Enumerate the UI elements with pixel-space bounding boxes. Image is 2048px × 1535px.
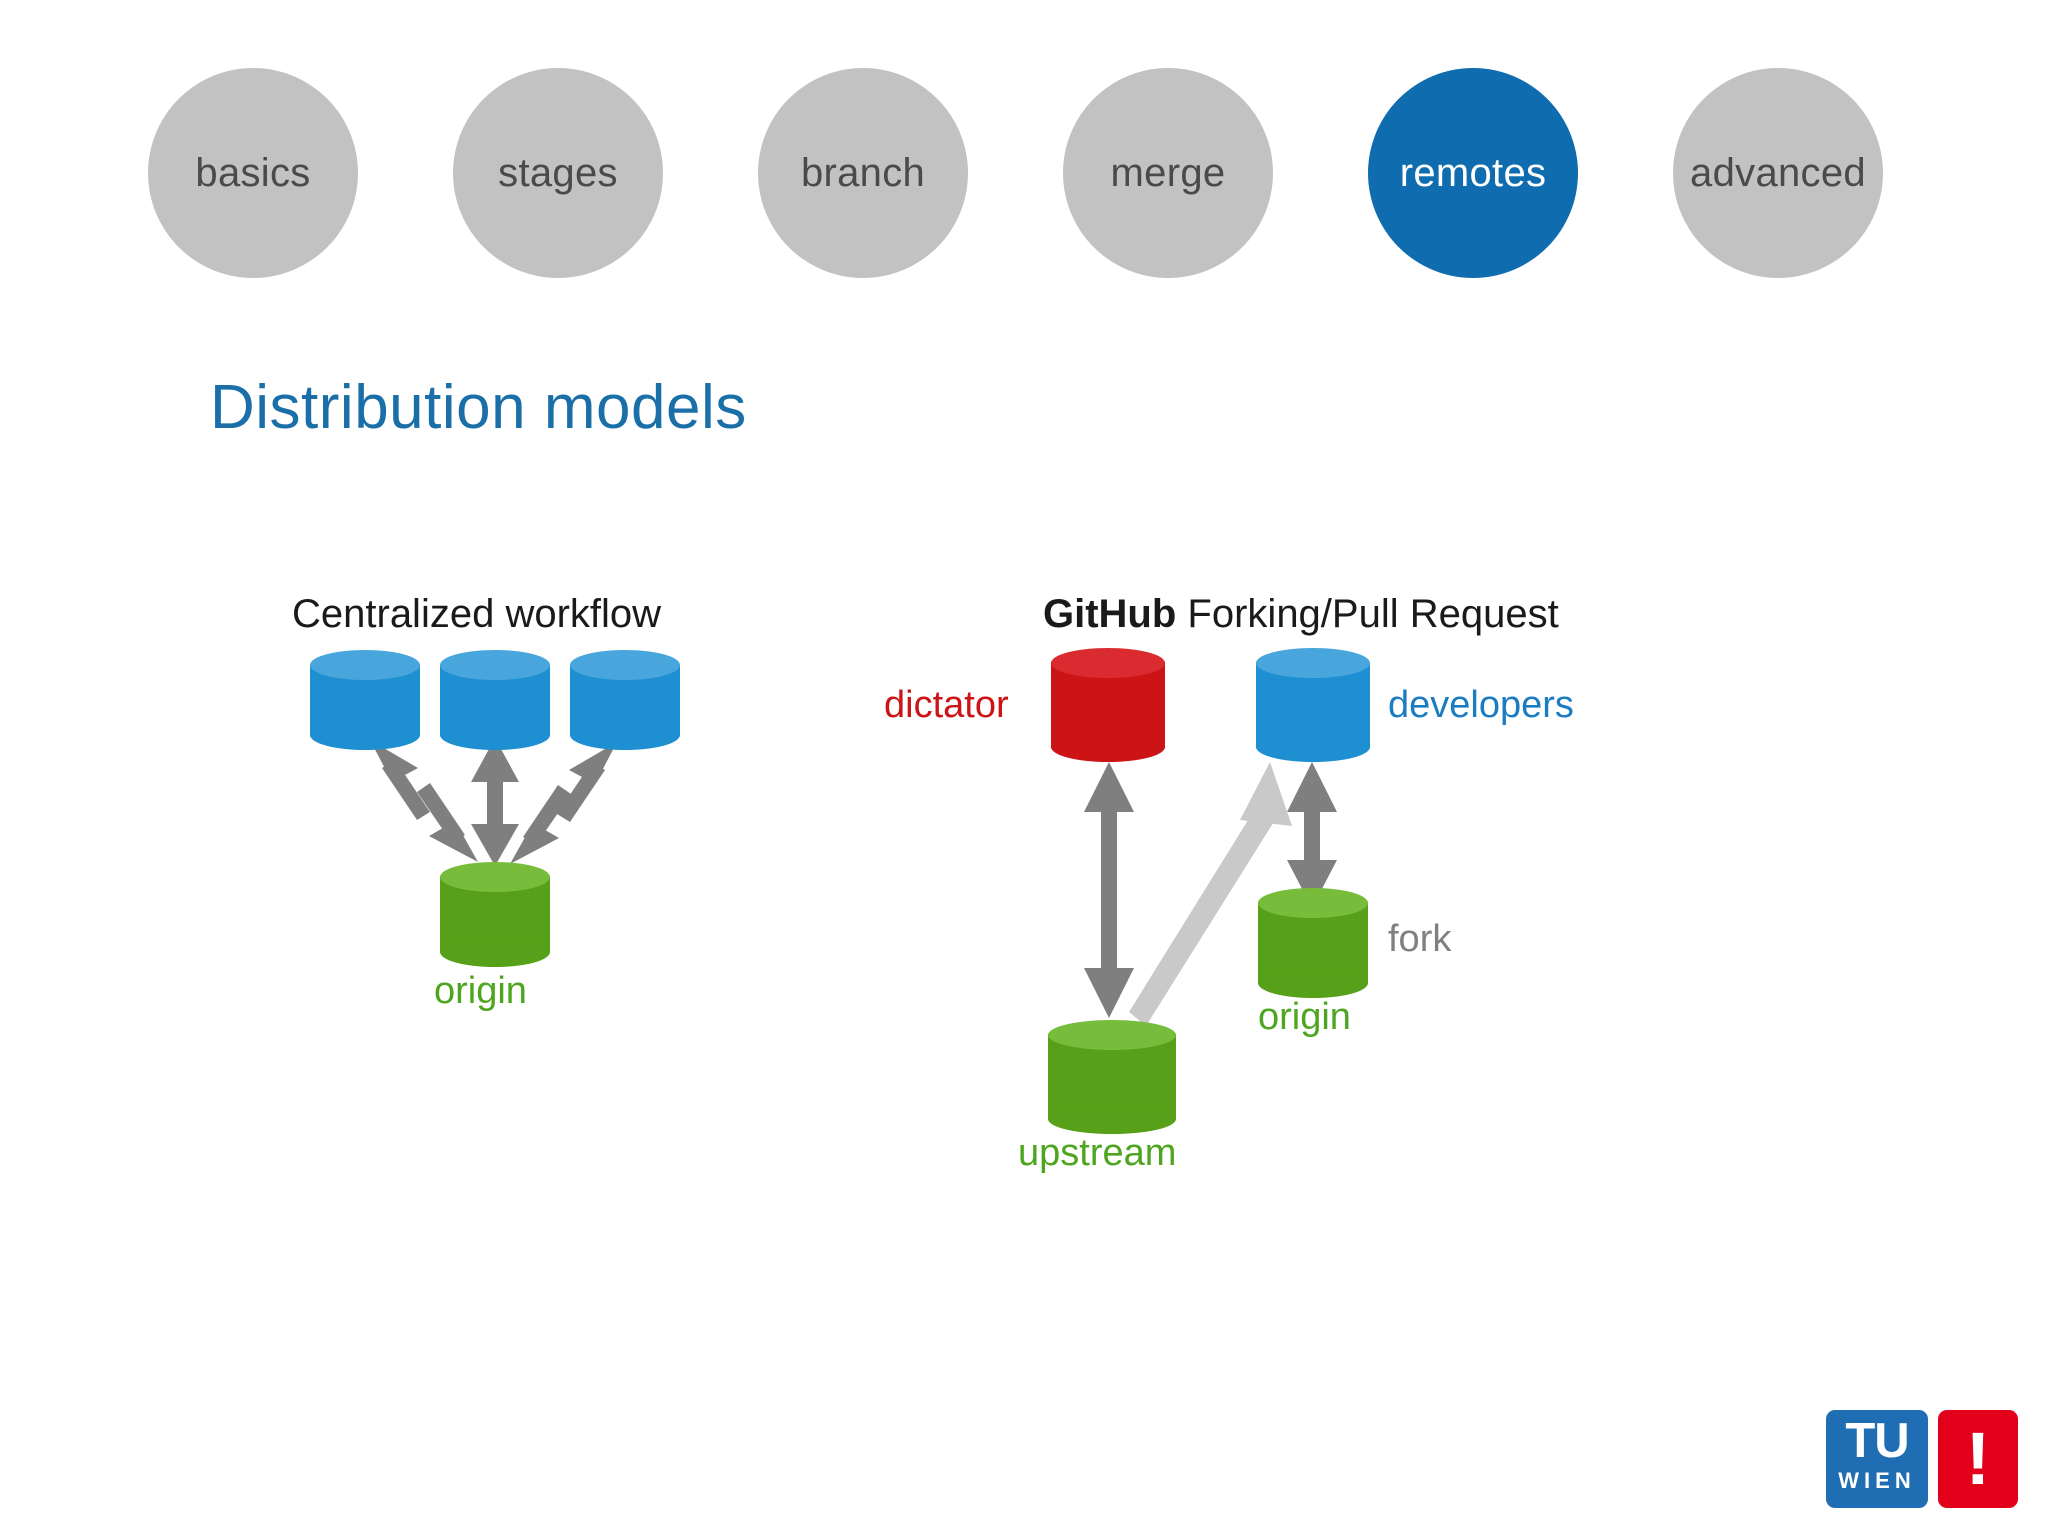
cylinder-developer-2 (440, 650, 550, 750)
cylinder-bottom (1256, 732, 1370, 762)
nav-circle-label: stages (498, 150, 618, 195)
logo-blue-box (1826, 1410, 1928, 1508)
cylinder-bottom (1048, 1104, 1176, 1134)
diagram-heading-centralized: Centralized workflow (292, 592, 662, 636)
topic-nav: basics stages branch merge remotes advan… (148, 68, 1908, 288)
nav-circle-label: remotes (1399, 150, 1547, 195)
nav-circle-branch[interactable]: branch (758, 68, 968, 278)
diagram-heading-github: GitHub Forking/Pull Request (1043, 592, 1559, 637)
nav-circle-basics[interactable]: basics (148, 68, 358, 278)
logo-exclamation-text: ! (1965, 1417, 1991, 1500)
cylinder-bottom (310, 720, 420, 750)
cylinder-top (1051, 648, 1165, 678)
cylinder-developer-1 (310, 650, 420, 750)
tu-wien-logo: TU WIEN ! (1826, 1410, 2018, 1508)
cylinder-label-upstream: upstream (1018, 1132, 1177, 1174)
logo-wien-text: WIEN (1838, 1468, 1916, 1493)
page-title: Distribution models (210, 373, 747, 442)
cylinder-bottom (440, 720, 550, 750)
heading-rest-text: Forking/Pull Request (1176, 592, 1559, 636)
cylinder-bottom (440, 937, 550, 967)
cylinder-upstream (1048, 1020, 1176, 1134)
nav-circle-merge[interactable]: merge (1063, 68, 1273, 278)
nav-circle-remotes[interactable]: remotes (1368, 68, 1578, 278)
nav-circle-label: branch (800, 150, 926, 195)
edge-dictator-upstream (1084, 762, 1134, 1018)
nav-circle-stages[interactable]: stages (453, 68, 663, 278)
cylinder-developers (1256, 648, 1370, 762)
nav-circle-label: basics (195, 150, 311, 195)
cylinder-developer-3 (570, 650, 680, 750)
cylinder-label-origin-centralized: origin (434, 970, 527, 1012)
heading-bold-github: GitHub (1043, 592, 1177, 636)
cylinder-origin-centralized (440, 862, 550, 967)
cylinder-bottom (1258, 968, 1368, 998)
logo-red-box (1938, 1410, 2018, 1508)
cylinder-label-fork-origin: origin (1258, 996, 1351, 1038)
cylinder-top (1048, 1020, 1176, 1050)
cylinder-top (310, 650, 420, 680)
cylinder-top (1256, 648, 1370, 678)
cylinder-top (1258, 888, 1368, 918)
cylinder-fork-origin (1258, 888, 1368, 998)
cylinder-bottom (1051, 732, 1165, 762)
cylinder-label-developers: developers (1388, 684, 1574, 726)
cylinder-dictator (1051, 648, 1165, 762)
cylinder-top (570, 650, 680, 680)
cylinder-bottom (570, 720, 680, 750)
logo-tu-text: TU (1845, 1414, 1909, 1468)
cylinder-top (440, 862, 550, 892)
cylinder-badge-fork: fork (1388, 918, 1452, 960)
cylinder-label-dictator: dictator (884, 684, 1009, 726)
nav-circle-advanced[interactable]: advanced (1673, 68, 1883, 278)
edge-developers-fork (1287, 762, 1337, 908)
nav-circle-label: advanced (1690, 150, 1866, 195)
nav-circle-label: merge (1110, 150, 1226, 195)
cylinder-top (440, 650, 550, 680)
